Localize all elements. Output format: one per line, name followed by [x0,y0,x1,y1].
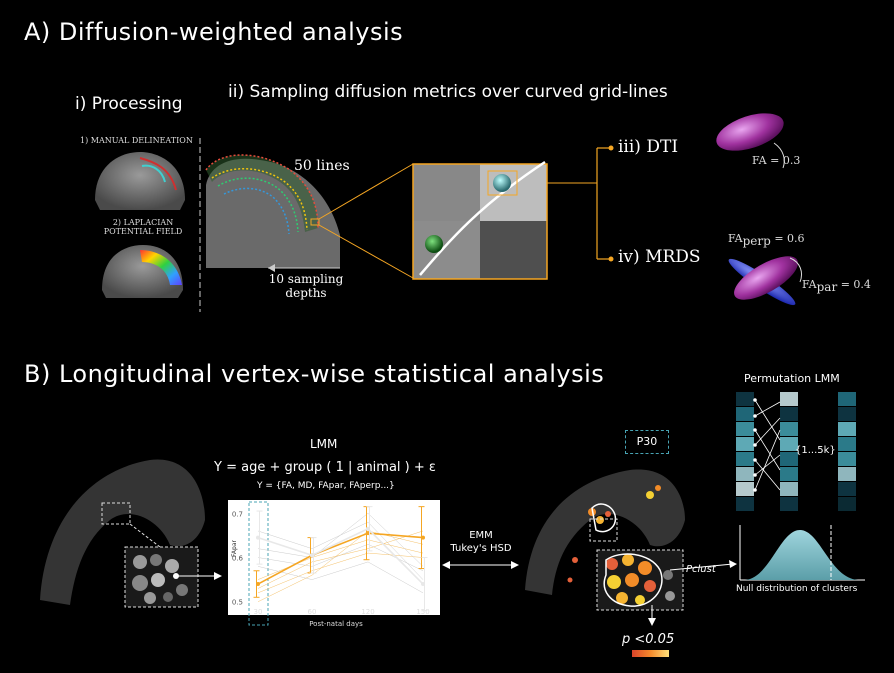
data-point [256,582,260,587]
series-line-1 [257,527,424,585]
null-distribution-label: Null distribution of clusters [736,584,858,594]
data-point [366,526,370,531]
cortex-dot-map-right [525,469,685,611]
null-distribution-plot [739,525,865,581]
pvalue-colorbar [632,650,669,657]
depths-label: 10 sampling depths [266,272,346,300]
x-tick-label: 150 [416,608,429,616]
fa-par-value: FApar = 0.4 [802,278,871,295]
permutation-cell [736,437,754,451]
pclust-arrow [669,563,734,571]
permutation-range: {1...5k} [795,445,836,456]
permutation-title: Permutation LMM [744,372,840,385]
permutation-cell [838,422,856,436]
dti-fa-value: FA = 0.3 [752,154,801,167]
dti-tensor-ellipsoid [716,113,784,151]
permutation-cell [838,452,856,466]
background-trajectory [257,530,424,602]
permutation-cell [780,422,798,436]
sampling-brain [205,154,340,268]
data-point [421,582,425,587]
data-point [310,553,314,558]
permutation-cell [736,452,754,466]
permutation-cell [838,407,856,421]
processing-title: i) Processing [75,94,183,114]
lmm-line-chart: 0.7 0.6 0.5 30 60 120 150 FApar Post-natal day… [228,500,440,628]
step1-label: 1) MANUAL DELINEATION [80,136,193,145]
depths-line2: depths [285,286,327,300]
permutation-cell [736,407,754,421]
zoom-line-bottom [318,224,414,279]
permutation-cell [780,392,798,406]
x-tick-label: 60 [308,608,317,616]
permutation-cell [780,497,798,511]
background-trajectory [257,539,424,580]
brain-manual-delineation [95,152,185,210]
dti-bullet [608,145,614,151]
chart-xlabel: Post-natal days [309,620,363,628]
mrds-label: iv) MRDS [618,247,701,267]
permutation-cell [838,497,856,511]
data-point [421,535,425,540]
permutation-cell [736,422,754,436]
pclust-label: Pclust [686,564,716,575]
lmm-title: LMM [310,437,338,451]
emm-line1: EMM [469,530,493,541]
mrds-par-ellipsoid [734,256,798,300]
y-tick-label: 0.6 [232,555,244,563]
permutation-cell [780,467,798,481]
step2-line2: POTENTIAL FIELD [103,227,183,236]
lines-label: 50 lines [294,158,350,174]
sampling-title: ii) Sampling diffusion metrics over curv… [228,82,668,102]
background-trajectory [257,530,424,589]
y-tick-label: 0.5 [232,599,243,607]
highlight-p30-box [248,501,269,626]
zoom-line-top [318,163,414,220]
permutation-cell [838,467,856,481]
permutation-columns [736,392,856,511]
permutation-cell [736,482,754,496]
series-line-0 [257,532,424,585]
permutation-cell [736,467,754,481]
lmm-y-definition: Y = {FA, MD, FApar, FAperp...} [257,481,395,491]
dti-label: iii) DTI [618,137,679,157]
step2-line1: 2) LAPLACIAN [112,218,174,227]
permutation-cell [838,482,856,496]
permutation-cell [780,452,798,466]
depths-line1: 10 sampling [268,272,344,286]
permutation-cell [838,437,856,451]
step2-label: 2) LAPLACIAN POTENTIAL FIELD [98,218,188,236]
mrds-bullet [608,256,614,262]
permutation-cell [780,482,798,496]
x-tick-label: 30 [254,608,263,616]
p30-badge: P30 [625,430,669,454]
permutation-cell [736,497,754,511]
background-trajectory [257,561,424,594]
brain-laplacian-field [102,245,183,298]
y-tick-label: 0.7 [232,510,243,518]
section-b-title: B) Longitudinal vertex-wise statistical … [24,360,605,388]
emm-label: EMM Tukey's HSD [446,529,516,555]
lmm-formula: Y = age + group ( 1 | animal ) + ε [214,460,436,475]
permutation-cell [780,407,798,421]
x-tick-label: 120 [361,608,374,616]
data-point [256,535,260,540]
cortex-dot-map-left [40,459,205,608]
section-a-title: A) Diffusion-weighted analysis [24,18,404,46]
permutation-cell [780,437,798,451]
emm-line2: Tukey's HSD [450,543,512,554]
permutation-cell [838,392,856,406]
zoomed-voxels [412,160,548,280]
chart-ylabel: FApar [231,540,238,557]
fa-perp-value: FAperp = 0.6 [728,232,805,249]
pvalue-label: p <0.05 [622,632,675,647]
permutation-cell [736,392,754,406]
